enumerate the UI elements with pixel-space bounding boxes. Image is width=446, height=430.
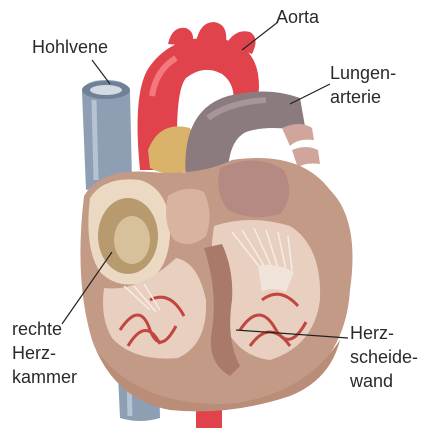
label-aorta: Aorta: [276, 6, 319, 28]
label-hohlvene: Hohlvene: [32, 36, 108, 58]
aortenklappe: [166, 189, 210, 244]
label-herzscheidewand-line1: Herz-: [350, 322, 394, 344]
label-lungenarterie-line2: arterie: [330, 86, 381, 108]
label-rechte-herzkammer-line1: rechte: [12, 318, 62, 340]
label-herzscheidewand-line2: scheide-: [350, 346, 418, 368]
label-lungenarterie-line1: Lungen-: [330, 62, 396, 84]
label-herzscheidewand-line3: wand: [350, 370, 393, 392]
linker-vorhof: [218, 160, 289, 217]
label-rechte-herzkammer-line2: Herz-: [12, 342, 56, 364]
label-rechte-herzkammer-line3: kammer: [12, 366, 77, 388]
